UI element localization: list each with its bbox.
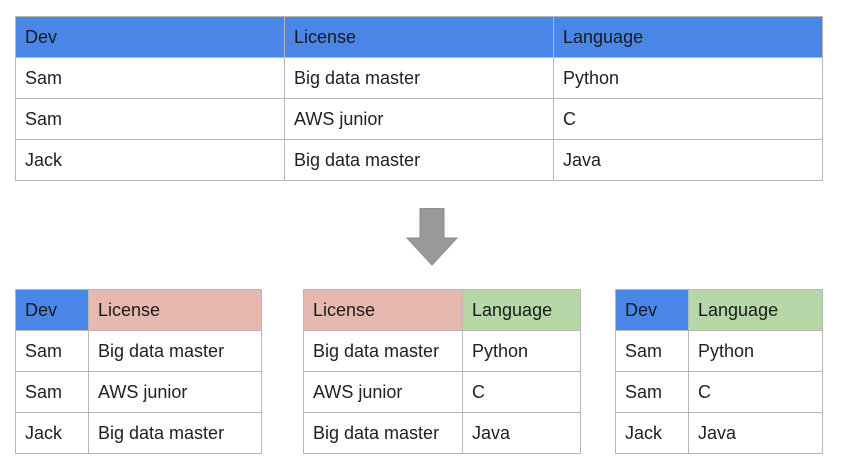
table-cell: C (462, 371, 581, 413)
table-row: Big data master Python (303, 330, 581, 372)
table-cell: Sam (615, 330, 689, 372)
table-cell: C (688, 371, 823, 413)
table-header-row: Dev Language (615, 289, 823, 331)
table-cell: Big data master (88, 412, 262, 454)
table-header-row: Dev License (15, 289, 262, 331)
table-cell: Jack (615, 412, 689, 454)
table-cell: Big data master (303, 412, 463, 454)
header-dev: Dev (615, 289, 689, 331)
table-cell: Sam (15, 57, 285, 99)
table-cell: Java (688, 412, 823, 454)
header-license: License (303, 289, 463, 331)
table-cell: Big data master (303, 330, 463, 372)
source-table: Dev License Language Sam Big data master… (15, 16, 823, 181)
table-row: Big data master Java (303, 412, 581, 454)
table-cell: Python (553, 57, 823, 99)
dev-language-table: Dev Language Sam Python Sam C Jack Java (615, 289, 823, 454)
header-dev: Dev (15, 289, 89, 331)
down-arrow-icon (406, 208, 458, 266)
table-cell: Big data master (284, 57, 554, 99)
table-cell: Sam (15, 330, 89, 372)
table-cell: Python (462, 330, 581, 372)
table-header-row: License Language (303, 289, 581, 331)
table-row: AWS junior C (303, 371, 581, 413)
table-cell: Python (688, 330, 823, 372)
table-row: Sam Big data master (15, 330, 262, 372)
table-row: Sam Big data master Python (15, 57, 823, 99)
header-language: Language (553, 16, 823, 58)
header-license: License (88, 289, 262, 331)
table-row: Sam C (615, 371, 823, 413)
table-cell: Java (462, 412, 581, 454)
table-cell: AWS junior (284, 98, 554, 140)
table-cell: Jack (15, 412, 89, 454)
table-cell: Jack (15, 139, 285, 181)
header-language: Language (462, 289, 581, 331)
table-cell: Big data master (88, 330, 262, 372)
table-cell: Sam (15, 98, 285, 140)
header-language: Language (688, 289, 823, 331)
table-cell: Big data master (284, 139, 554, 181)
table-cell: AWS junior (88, 371, 262, 413)
table-row: Sam AWS junior C (15, 98, 823, 140)
table-row: Sam Python (615, 330, 823, 372)
table-row: Jack Big data master Java (15, 139, 823, 181)
table-cell: Sam (615, 371, 689, 413)
table-header-row: Dev License Language (15, 16, 823, 58)
table-row: Jack Java (615, 412, 823, 454)
header-dev: Dev (15, 16, 285, 58)
table-cell: C (553, 98, 823, 140)
table-cell: AWS junior (303, 371, 463, 413)
table-cell: Sam (15, 371, 89, 413)
table-row: Jack Big data master (15, 412, 262, 454)
table-row: Sam AWS junior (15, 371, 262, 413)
dev-license-table: Dev License Sam Big data master Sam AWS … (15, 289, 262, 454)
header-license: License (284, 16, 554, 58)
license-language-table: License Language Big data master Python … (303, 289, 581, 454)
table-cell: Java (553, 139, 823, 181)
